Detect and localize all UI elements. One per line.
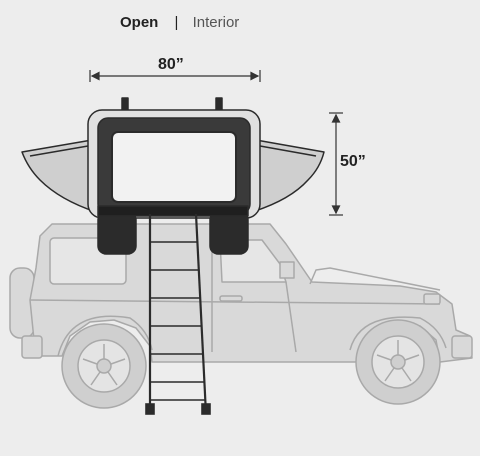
rear-bumper xyxy=(21,335,43,359)
mode-tab-interior[interactable]: Interior xyxy=(192,14,240,31)
header-separator: | xyxy=(174,14,179,31)
height-dimension-line xyxy=(329,112,343,216)
tent-window xyxy=(111,131,237,203)
roof-tent xyxy=(21,97,325,255)
side-mirror xyxy=(279,261,295,279)
front-wheel xyxy=(355,319,441,405)
front-bumper xyxy=(451,335,473,359)
width-dimension-label: 80” xyxy=(158,56,184,73)
right-storage-bag xyxy=(209,211,249,255)
height-dimension-label: 50” xyxy=(340,153,366,170)
mode-tab-open[interactable]: Open xyxy=(120,14,159,31)
rear-wheel xyxy=(61,323,147,409)
width-dimension-line xyxy=(89,70,261,82)
door-handle xyxy=(219,295,243,302)
ladder xyxy=(145,213,211,415)
left-storage-bag xyxy=(97,211,137,255)
